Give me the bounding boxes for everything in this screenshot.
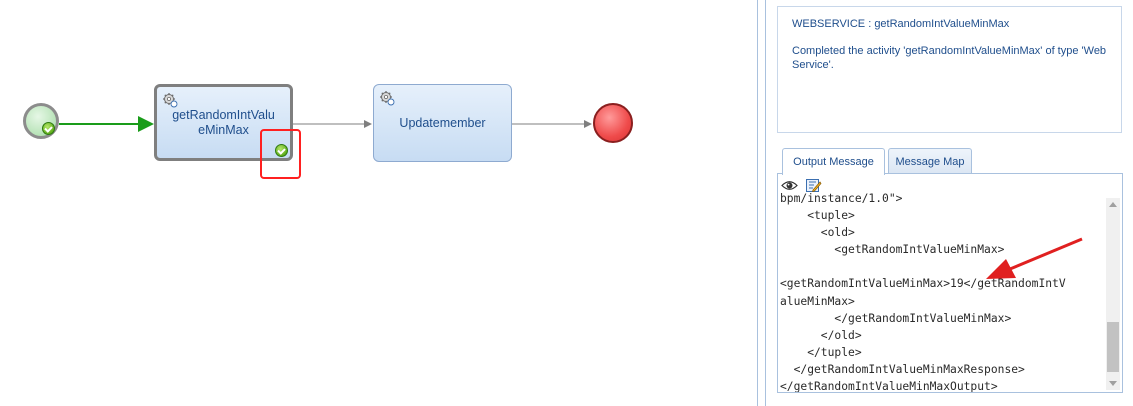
- panel-divider: [757, 0, 758, 406]
- tab-message-map[interactable]: Message Map: [888, 148, 972, 174]
- xml-line: </getRandomIntValueMinMaxOutput>: [780, 380, 998, 392]
- panel-divider: [765, 0, 766, 406]
- xml-line: alueMinMax>: [780, 294, 855, 308]
- task-label: getRandomIntValueMinMax: [172, 107, 275, 137]
- completed-check-icon: [275, 144, 288, 157]
- scroll-down-arrow-icon[interactable]: [1106, 376, 1120, 390]
- xml-line: bpm/instance/1.0">: [780, 192, 903, 205]
- xml-line: <getRandomIntValueMinMax>: [780, 243, 1005, 257]
- vertical-scrollbar[interactable]: [1106, 198, 1120, 390]
- xml-line: <getRandomIntValueMinMax>19</getRandomIn…: [780, 277, 1066, 291]
- task-label: Updatemember: [399, 115, 486, 130]
- completed-check-icon: [42, 122, 55, 135]
- xml-line: </tuple>: [780, 345, 862, 359]
- edit-icon[interactable]: [805, 178, 822, 193]
- highlight-box: [260, 129, 301, 179]
- xml-line: [780, 258, 1102, 275]
- scroll-thumb[interactable]: [1107, 322, 1119, 372]
- xml-output-text[interactable]: bpm/instance/1.0"> <tuple> <old> <getRan…: [780, 190, 1102, 392]
- xml-line: </getRandomIntValueMinMax>: [780, 311, 1012, 325]
- output-message-panel: bpm/instance/1.0"> <tuple> <old> <getRan…: [777, 173, 1123, 393]
- start-event[interactable]: [23, 103, 59, 139]
- activity-info-box: WEBSERVICE : getRandomIntValueMinMax Com…: [777, 6, 1122, 133]
- xml-line: <old>: [780, 226, 855, 240]
- process-canvas: getRandomIntValueMinMax Updatemember: [0, 0, 745, 406]
- task-updatemember[interactable]: Updatemember: [373, 84, 512, 162]
- xml-line: </old>: [780, 328, 862, 342]
- activity-description: Completed the activity 'getRandomIntValu…: [792, 45, 1107, 71]
- toolbar: [781, 178, 822, 194]
- scroll-up-arrow-icon[interactable]: [1106, 198, 1120, 212]
- xml-line: <tuple>: [780, 209, 855, 223]
- gear-icon: [163, 93, 178, 108]
- eye-icon[interactable]: [781, 178, 798, 193]
- sequence-flows: [59, 116, 592, 132]
- tab-output-message[interactable]: Output Message: [782, 148, 885, 175]
- activity-title: WEBSERVICE : getRandomIntValueMinMax: [792, 18, 1010, 30]
- task-get-random-int[interactable]: getRandomIntValueMinMax: [154, 84, 293, 161]
- gear-icon: [380, 91, 395, 106]
- xml-line: </getRandomIntValueMinMaxResponse>: [780, 362, 1025, 376]
- end-event[interactable]: [593, 103, 633, 143]
